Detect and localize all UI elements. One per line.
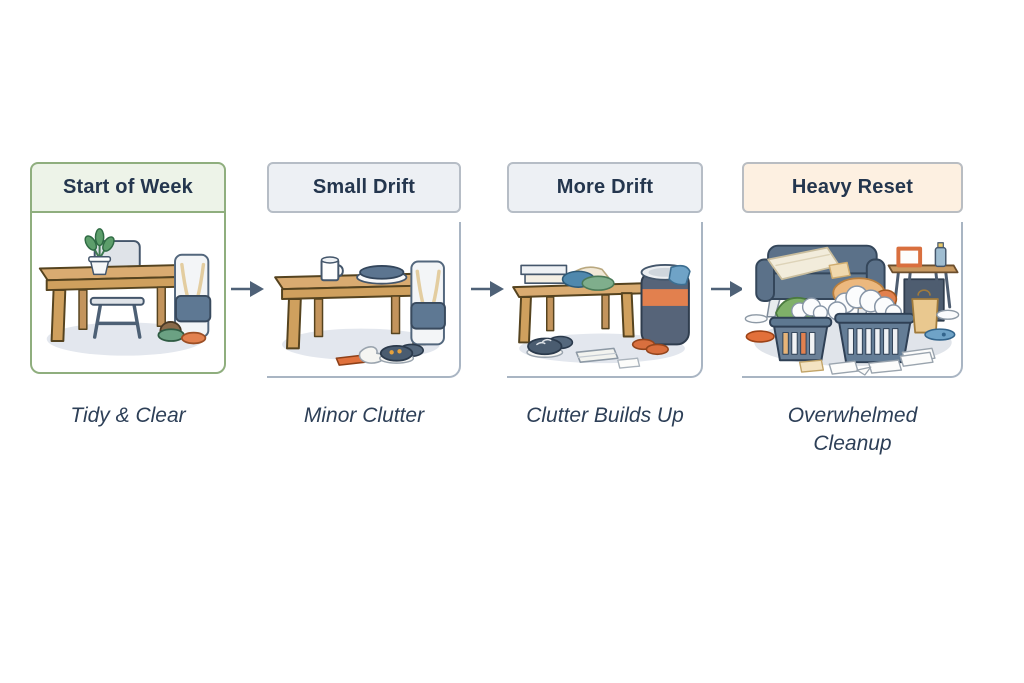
- stage-header-start-of-week: Start of Week: [30, 162, 226, 213]
- stage-header-more-drift: More Drift: [507, 162, 703, 213]
- laundry-basket-small-icon: [769, 316, 833, 362]
- laundry-basket-large-icon: [834, 312, 916, 364]
- stage-header-heavy-reset: Heavy Reset: [742, 162, 963, 213]
- desk-small-clutter-illustration: [274, 256, 446, 366]
- laundry-hamper-icon: [640, 264, 691, 346]
- stage-illustration-more-drift: [507, 222, 703, 378]
- stage-header-label: Small Drift: [312, 176, 416, 198]
- tote-bag-icon: [410, 269, 446, 330]
- books-stack-icon: [520, 264, 568, 284]
- stage-caption-more-drift: Clutter Builds Up: [526, 404, 684, 427]
- stage-illustration-small-drift: [267, 222, 461, 378]
- stage-caption-start-of-week: Tidy & Clear: [70, 404, 186, 427]
- paper-on-sofa-icon: [828, 261, 851, 280]
- slippers-icon: [631, 338, 669, 356]
- table-piled-clutter-illustration: [512, 264, 691, 369]
- arrow-right-icon: [709, 277, 745, 301]
- potted-plant-icon: [84, 228, 115, 276]
- scattered-papers-icon: [798, 347, 936, 376]
- mug-icon: [320, 256, 344, 282]
- picture-frame-icon: [896, 246, 923, 268]
- clothes-pile-icon: [561, 266, 615, 291]
- stage-small-drift: Small Drift: [267, 162, 461, 427]
- sneakers-icon: [526, 335, 574, 358]
- laundry-pile-icon: [827, 277, 903, 322]
- stage-more-drift: More Drift: [507, 162, 703, 427]
- stage-heavy-reset: Heavy Reset: [742, 162, 963, 455]
- table-icon: [512, 282, 653, 344]
- arrow-right-icon: [469, 277, 505, 301]
- stage-header-small-drift: Small Drift: [267, 162, 461, 213]
- living-room-mess-illustration: [744, 242, 960, 376]
- paper-icon: [617, 357, 641, 369]
- stage-illustration-heavy-reset: [742, 222, 963, 378]
- plates-and-discs-icon: [744, 309, 960, 343]
- book-on-floor-icon: [575, 347, 619, 363]
- stage-illustration-start-of-week: [30, 213, 226, 374]
- tote-bag-icon: [175, 262, 212, 323]
- plate-icon: [356, 265, 408, 285]
- sneakers-icon: [379, 343, 425, 364]
- green-cloth-icon: [775, 296, 829, 324]
- stage-caption-small-drift: Minor Clutter: [303, 404, 425, 427]
- stage-caption-heavy-reset: Overwhelmed Cleanup: [787, 404, 918, 455]
- stage-header-label: Start of Week: [62, 176, 194, 198]
- stage-header-label: Heavy Reset: [791, 176, 914, 198]
- bottle-icon: [934, 242, 947, 268]
- stage-start-of-week: Start of Week: [30, 162, 226, 427]
- stage-header-label: More Drift: [556, 176, 654, 198]
- tidy-desk-illustration: [38, 228, 212, 356]
- arrow-right-icon: [229, 277, 265, 301]
- shoes-icon: [157, 321, 207, 345]
